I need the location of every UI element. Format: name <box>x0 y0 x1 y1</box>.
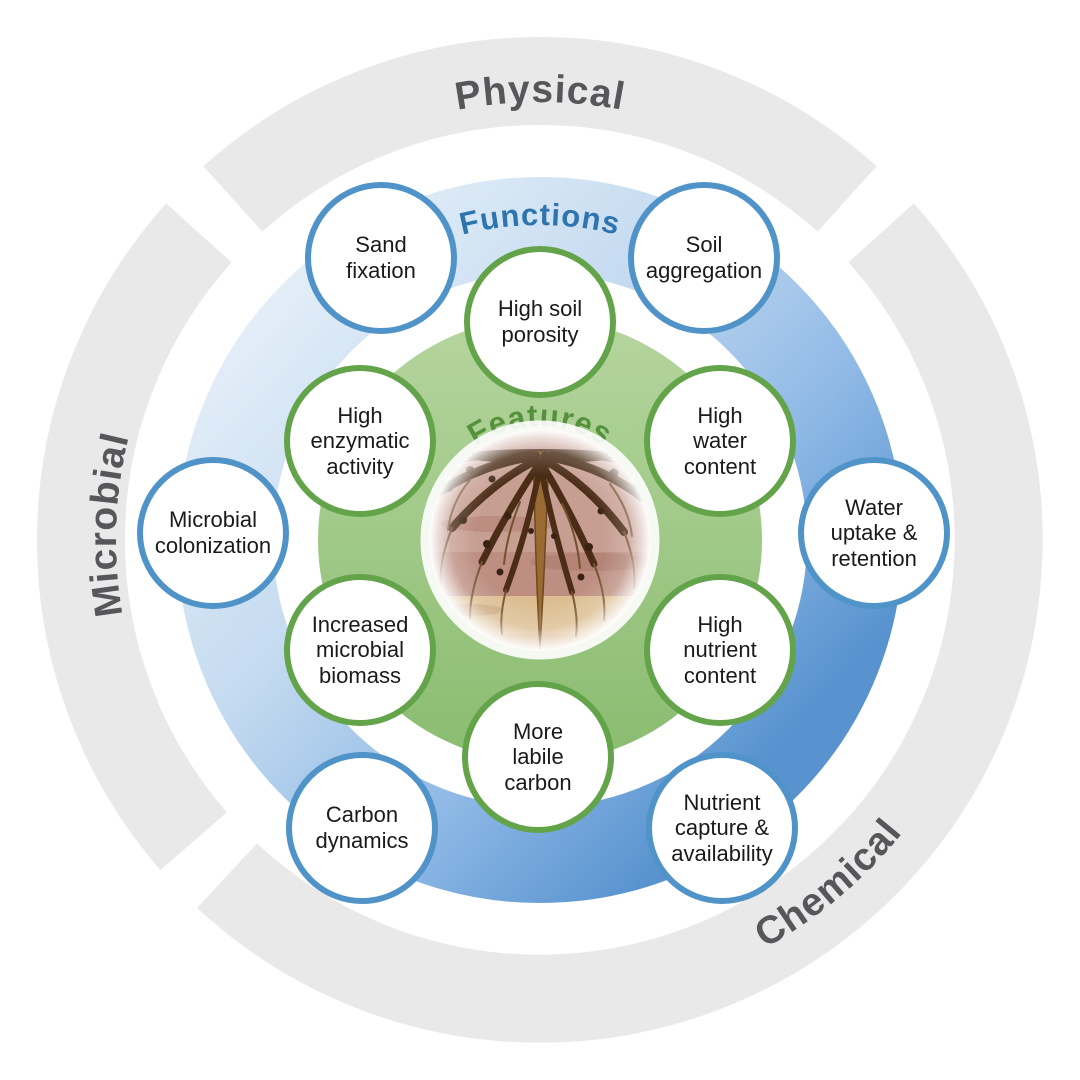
function-label: Carbon dynamics <box>315 802 409 853</box>
feature-label: More labile carbon <box>504 718 572 795</box>
outer-ring-segment-physical <box>203 37 877 232</box>
function-circle-sand-fixation: Sand fixation <box>305 182 457 334</box>
feature-label: High enzymatic activity <box>310 402 410 479</box>
function-label: Microbial colonization <box>154 507 272 558</box>
feature-label: High soil porosity <box>497 296 583 347</box>
feature-circle-high-soil-porosity: High soil porosity <box>464 246 616 398</box>
root-system-illustration <box>429 429 651 651</box>
function-label: Water uptake & retention <box>830 494 918 571</box>
root-illustration-rim <box>420 420 660 660</box>
outer-ring-label-microbial: Microbial <box>82 428 138 619</box>
function-circle-carbon-dynamics: Carbon dynamics <box>286 752 438 904</box>
feature-label: High nutrient content <box>683 611 757 688</box>
function-circle-soil-aggregation: Soil aggregation <box>628 182 780 334</box>
feature-circle-high-nutrient-content: High nutrient content <box>644 574 796 726</box>
function-label: Nutrient capture & availability <box>671 789 773 866</box>
function-label: Soil aggregation <box>645 232 763 283</box>
feature-label: High water content <box>683 402 757 479</box>
feature-circle-more-labile-carbon: More labile carbon <box>462 681 614 833</box>
feature-circle-high-water-content: High water content <box>644 365 796 517</box>
function-label: Sand fixation <box>346 232 416 283</box>
function-circle-nutrient-capture-availability: Nutrient capture & availability <box>646 752 798 904</box>
feature-circle-high-enzymatic-activity: High enzymatic activity <box>284 365 436 517</box>
function-circle-microbial-colonization: Microbial colonization <box>137 457 289 609</box>
outer-ring-label-physical: Physical <box>452 68 629 119</box>
outer-ring-segment-chemical <box>197 203 1043 1043</box>
feature-circle-increased-microbial-biomass: Increased microbial biomass <box>284 574 436 726</box>
function-circle-water-uptake-retention: Water uptake & retention <box>798 457 950 609</box>
feature-label: Increased microbial biomass <box>311 611 409 688</box>
outer-ring-segment-microbial <box>37 203 232 871</box>
